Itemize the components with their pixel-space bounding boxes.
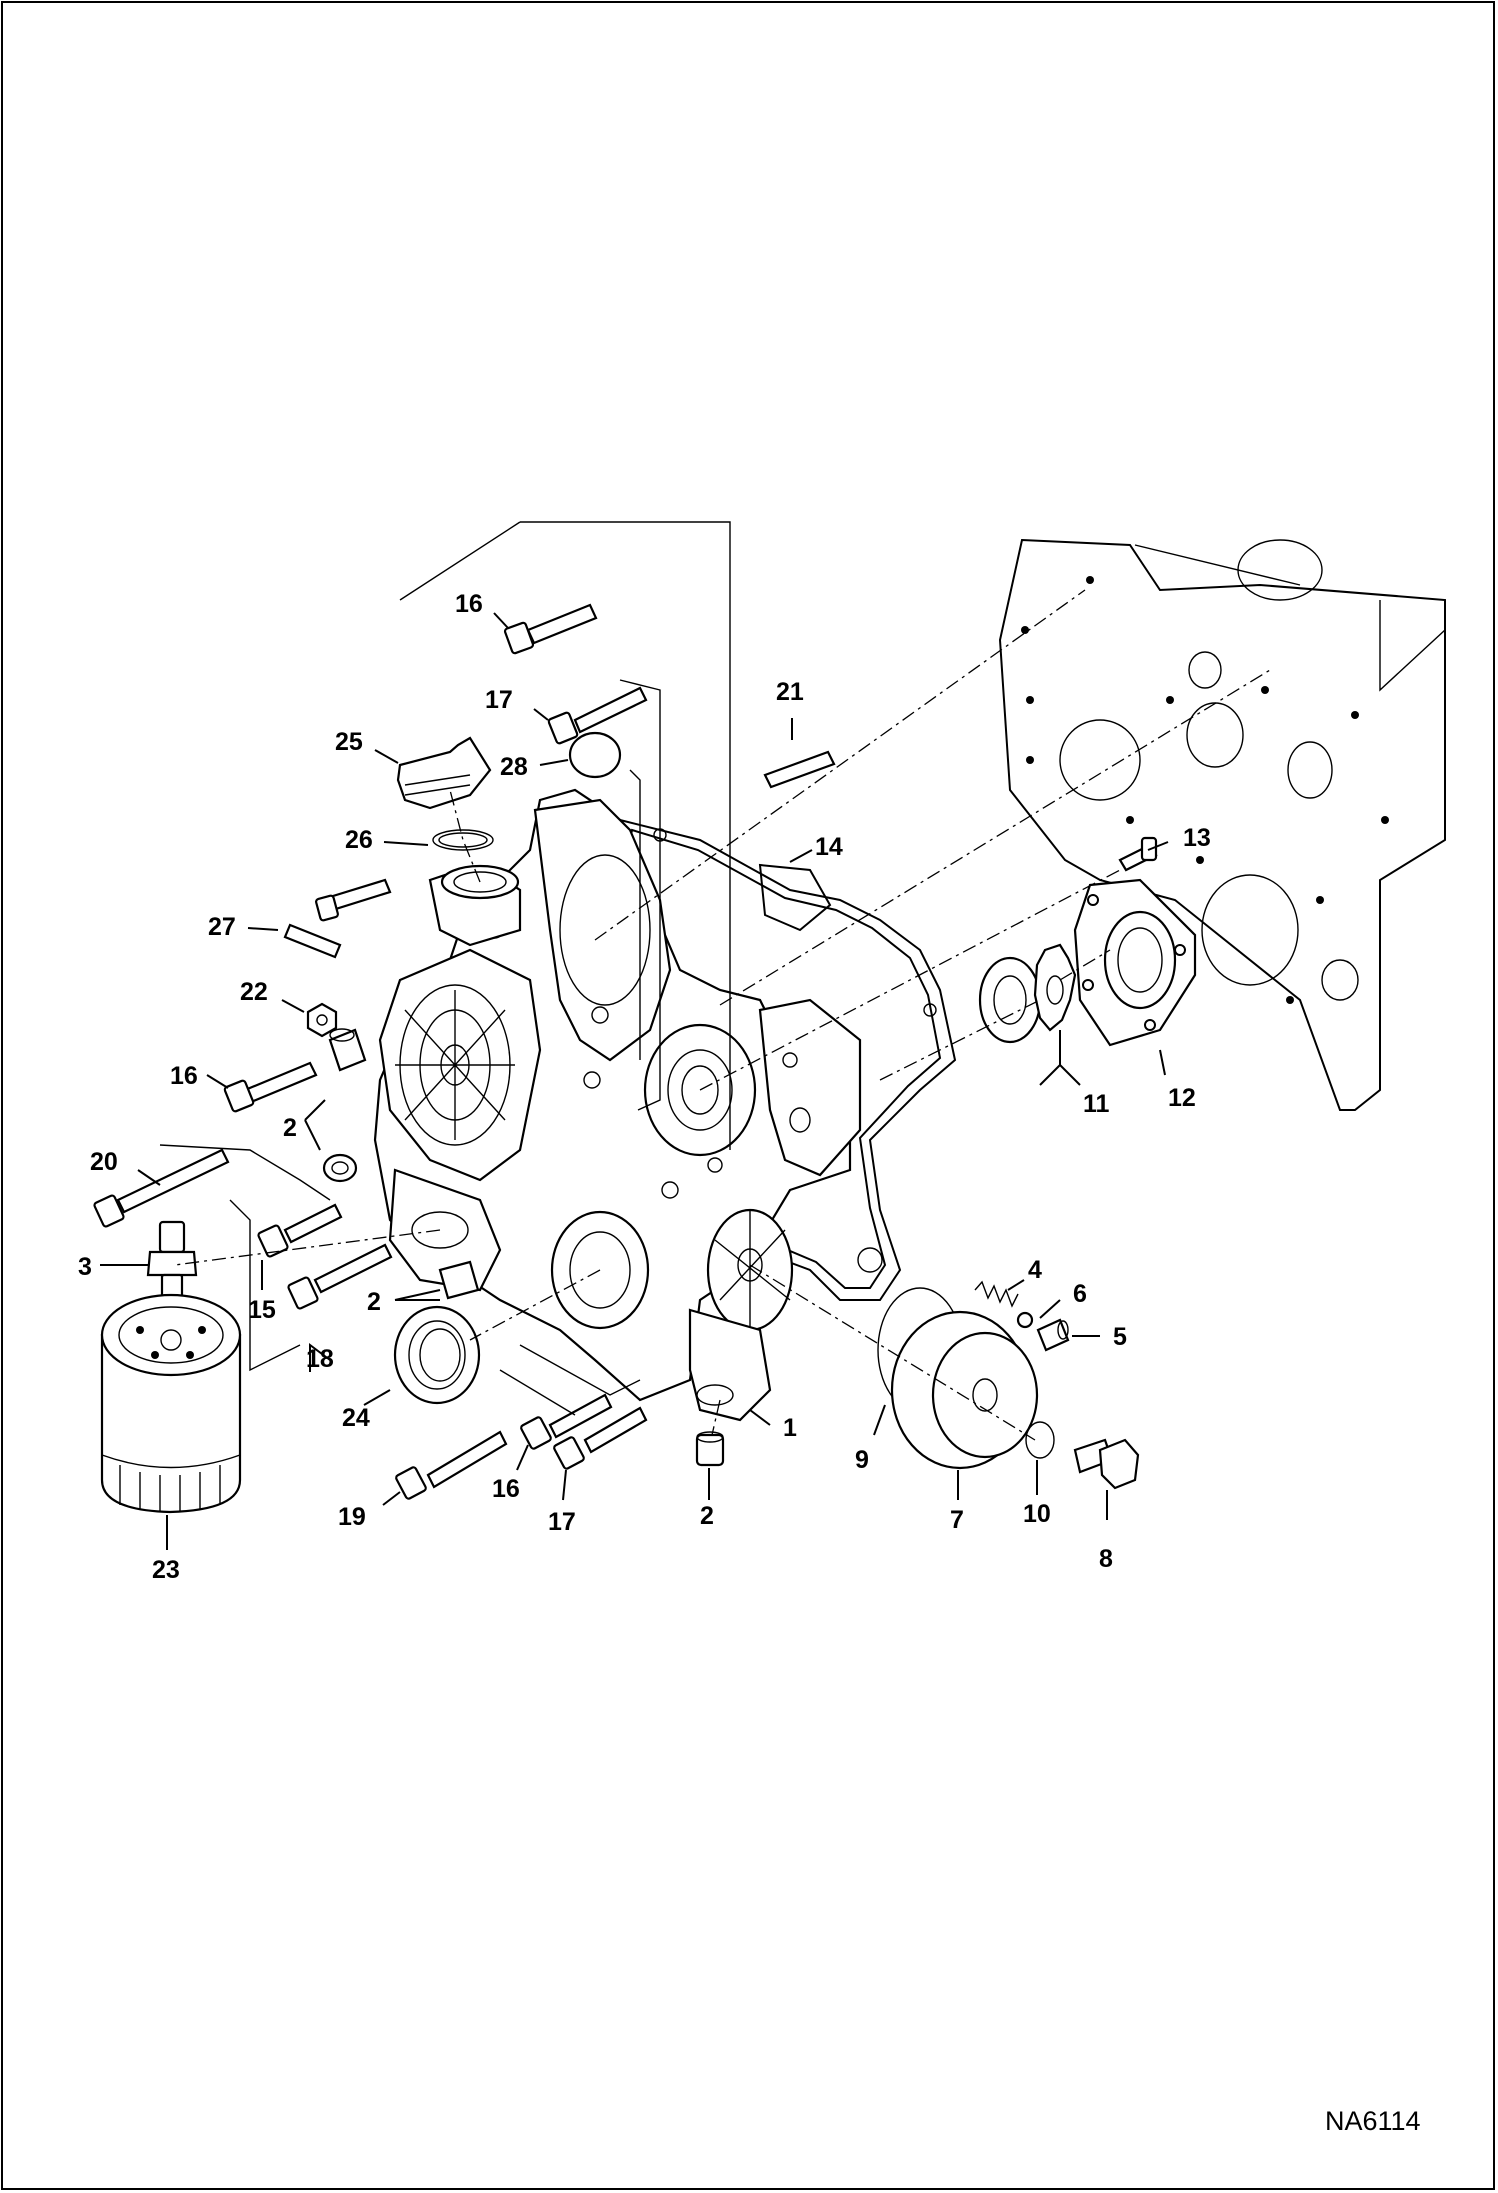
callout-13: 13 [1183,824,1211,852]
plug-bottom [695,1431,725,1467]
oil-seal [393,1305,481,1405]
drawing-reference-code: NA6114 [1325,2106,1421,2136]
relief-cover [890,1310,1039,1470]
callout-18: 18 [306,1345,334,1373]
oil-filler-neck [428,864,522,947]
callout-2: 2 [367,1288,381,1316]
callout-1: 1 [783,1414,797,1442]
callout-28: 28 [500,753,528,781]
bolt-upper-2 [547,686,648,745]
engine-block [998,538,1446,1111]
callout-17: 17 [485,686,513,714]
callout-16: 16 [455,590,483,618]
long-bolt [93,1148,230,1228]
callout-10: 10 [1023,1500,1051,1528]
callout-14: 14 [815,833,843,861]
relief-ball [1016,1311,1034,1329]
stud-left [283,878,392,959]
bolt-15 [257,1203,343,1258]
callout-21: 21 [776,678,804,706]
callout-24: 24 [342,1404,370,1432]
plug-middle [322,1153,358,1183]
callout-25: 25 [335,728,363,756]
bolt-left [223,1061,318,1113]
oil-pump-rotor-set [978,943,1077,1044]
callout-16: 16 [492,1475,520,1503]
callout-12: 12 [1168,1084,1196,1112]
callout-19: 19 [338,1503,366,1531]
callout-7: 7 [950,1506,964,1534]
callout-22: 22 [240,978,268,1006]
bolt-lower-2 [553,1406,648,1470]
relief-spring [974,1280,1019,1308]
oil-pump-cover [1073,878,1197,1047]
callout-26: 26 [345,826,373,854]
bolt-18 [287,1243,393,1310]
hex-nut [306,1002,338,1038]
filler-cap-o-ring [432,829,494,851]
bolt-upper [503,603,598,655]
plug-lower-left [438,1260,480,1300]
callout-23: 23 [152,1556,180,1584]
filter-nipple [146,1220,198,1307]
callout-11: 11 [1083,1090,1110,1118]
drain-plug [1073,1438,1140,1490]
relief-plunger [1036,1318,1070,1352]
callout-3: 3 [78,1253,92,1281]
oil-pump-screw [1118,836,1158,872]
callout-9: 9 [855,1446,869,1474]
callout-16: 16 [170,1062,198,1090]
bolt-19 [395,1430,508,1500]
plug-o-ring [1025,1421,1055,1459]
callout-6: 6 [1073,1280,1087,1308]
leader-lines [100,521,1271,1550]
blind-plug [568,731,622,779]
callout-2: 2 [700,1502,714,1530]
oil-filter [100,1293,242,1514]
callout-5: 5 [1113,1323,1127,1351]
bolt-lower [520,1393,613,1450]
callout-27: 27 [208,913,236,941]
stud-upper [763,750,836,789]
callout-8: 8 [1099,1545,1113,1573]
callout-4: 4 [1028,1256,1042,1284]
callout-20: 20 [90,1148,118,1176]
callout-2: 2 [283,1114,297,1142]
callout-17: 17 [548,1508,576,1536]
oil-filler-cap [396,736,492,810]
callout-labels: 16 17 21 25 28 14 26 13 27 22 16 11 12 2… [78,590,1211,1584]
plug-upper [328,1028,367,1072]
callout-15: 15 [248,1296,276,1324]
gear-case [373,788,862,1422]
